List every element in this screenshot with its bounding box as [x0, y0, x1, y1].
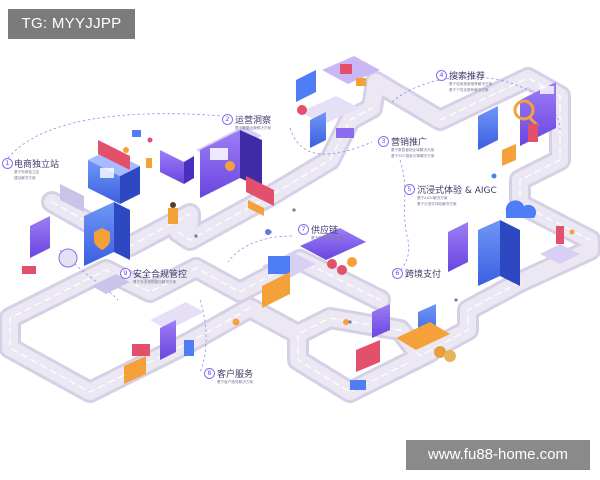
- supply-chain-scene: [262, 228, 366, 308]
- customer-service-scene: [124, 302, 240, 384]
- section-title-security: 安全合规管控: [133, 270, 188, 280]
- section-desc-7a: 基于供应链解决方案: [311, 236, 344, 240]
- section-title-aigc: 沉浸式体验 & AIGC: [417, 186, 497, 196]
- section-badge-5: 5: [404, 184, 415, 195]
- section-badge-1: 1: [2, 158, 13, 169]
- section-badge-2: 2: [222, 114, 233, 125]
- section-badge-4: 4: [436, 70, 447, 81]
- aigc-immersive-scene: [448, 200, 580, 286]
- operations-dashboard-scene: [168, 115, 274, 224]
- watermark-telegram: TG: MYYJJPP: [8, 9, 135, 39]
- section-desc-8a: 基于客户服务解决方案: [217, 380, 253, 384]
- section-desc-2a: 基于数据运营解决方案: [235, 126, 271, 130]
- watermark-website: www.fu88-home.com: [406, 440, 590, 470]
- section-title-operations-insight: 运营洞察: [235, 116, 272, 126]
- ecommerce-storefront-scene: [60, 130, 194, 212]
- section-title-marketing: 营销推广: [391, 138, 428, 148]
- section-badge-6: 6: [392, 268, 403, 279]
- cross-border-payment-scene: [343, 304, 456, 390]
- marketing-promotion-scene: [296, 56, 380, 148]
- drone-icons: [194, 208, 458, 324]
- section-desc-3b: 基于SEO搜索引擎解决方案: [391, 154, 435, 158]
- section-title-ecommerce-site: 电商独立站: [14, 160, 60, 170]
- section-badge-3: 3: [378, 136, 389, 147]
- section-title-payment: 跨境支付: [405, 270, 442, 280]
- section-desc-1b: 建站解决方案: [14, 176, 36, 180]
- section-badge-9: 9: [120, 268, 131, 279]
- section-title-supply-chain: 供应链: [311, 226, 339, 236]
- section-desc-1a: 基于电商独立站: [14, 170, 40, 174]
- section-desc-4a: 基于电商搜索推荐解决方案: [449, 82, 493, 86]
- section-desc-5b: 基于沉浸式体验解决方案: [417, 202, 457, 206]
- section-desc-5a: 基于AIGC解决方案: [417, 196, 448, 200]
- section-title-customer-service: 客户服务: [217, 370, 254, 380]
- section-title-search-recommend: 搜索推荐: [449, 72, 486, 82]
- section-badge-8: 8: [204, 368, 215, 379]
- section-desc-3a: 基于数智营销全域解决方案: [391, 148, 435, 152]
- section-desc-4b: 基于个性化推荐解决方案: [449, 88, 489, 92]
- search-recommend-scene: [478, 82, 556, 179]
- section-badge-7: 7: [298, 224, 309, 235]
- section-desc-9a: 基于安全合规管控解决方案: [133, 280, 177, 284]
- security-compliance-scene: [22, 202, 130, 294]
